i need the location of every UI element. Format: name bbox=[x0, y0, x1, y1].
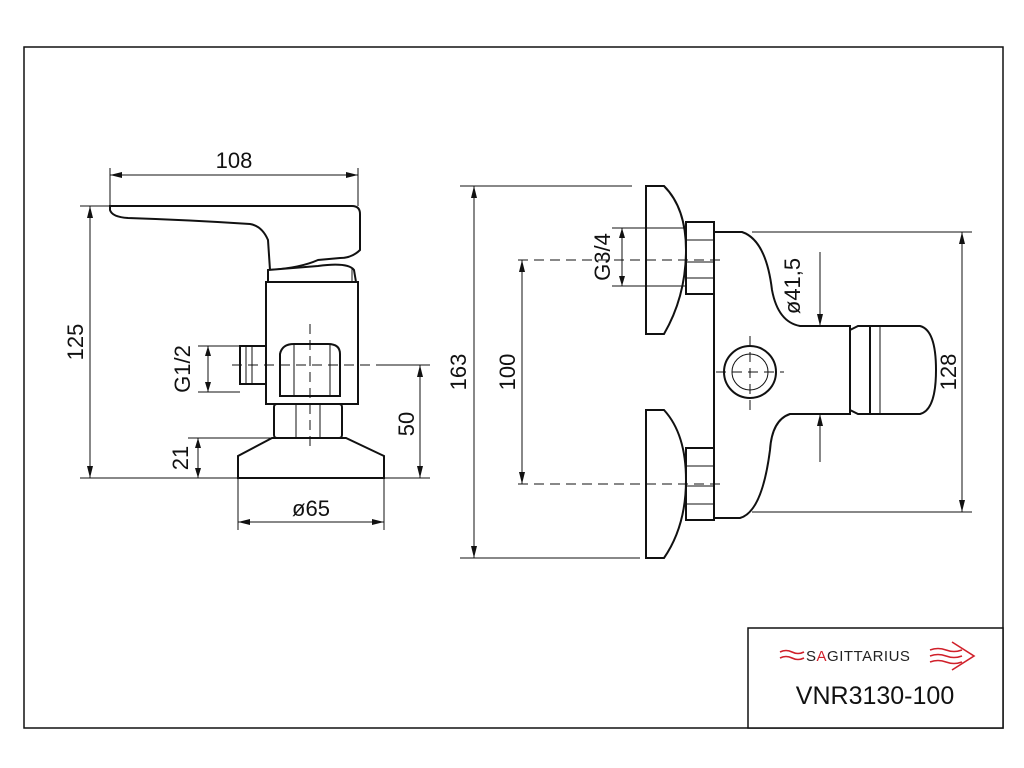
dim-base-diameter: ø65 bbox=[292, 496, 330, 521]
dim-side-width: 108 bbox=[216, 148, 253, 173]
brand-name: SAGITTARIUS bbox=[806, 648, 910, 665]
outlet-port bbox=[279, 343, 341, 397]
dim-body-height: 128 bbox=[936, 354, 961, 391]
model-code: VNR3130-100 bbox=[796, 682, 954, 710]
dim-outlet-diameter: ø41,5 bbox=[780, 258, 805, 314]
wall-rosette bbox=[237, 437, 385, 479]
front-dimensions: 163 100 G3/4 ø41,5 128 bbox=[446, 185, 972, 559]
dim-inlet-thread: G1/2 bbox=[170, 345, 195, 393]
dim-side-height: 125 bbox=[63, 324, 88, 361]
outlet-knob bbox=[869, 325, 938, 415]
dim-front-height: 163 bbox=[446, 354, 471, 391]
side-dimensions: 108 125 G1/2 21 50 ø65 bbox=[63, 148, 430, 530]
outlet-cap bbox=[849, 325, 871, 415]
front-view bbox=[518, 185, 938, 559]
dim-base-height: 21 bbox=[168, 446, 193, 470]
brand-logo: SAGITTARIUS bbox=[779, 641, 976, 671]
lower-connector bbox=[685, 447, 715, 521]
arrow-logo-icon bbox=[929, 647, 963, 665]
dim-center-distance: 100 bbox=[495, 354, 520, 391]
hex-nut bbox=[273, 403, 343, 439]
wave-icon bbox=[779, 649, 805, 655]
upper-connector bbox=[685, 221, 715, 295]
handle-hub bbox=[267, 263, 358, 283]
drawing-frame bbox=[23, 46, 1004, 729]
lever-handle bbox=[109, 205, 361, 272]
title-block: SAGITTARIUS VNR3130-100 bbox=[747, 627, 1004, 729]
dim-outlet-thread: G3/4 bbox=[590, 233, 615, 281]
dim-center-height: 50 bbox=[394, 412, 419, 436]
side-view bbox=[109, 205, 385, 479]
